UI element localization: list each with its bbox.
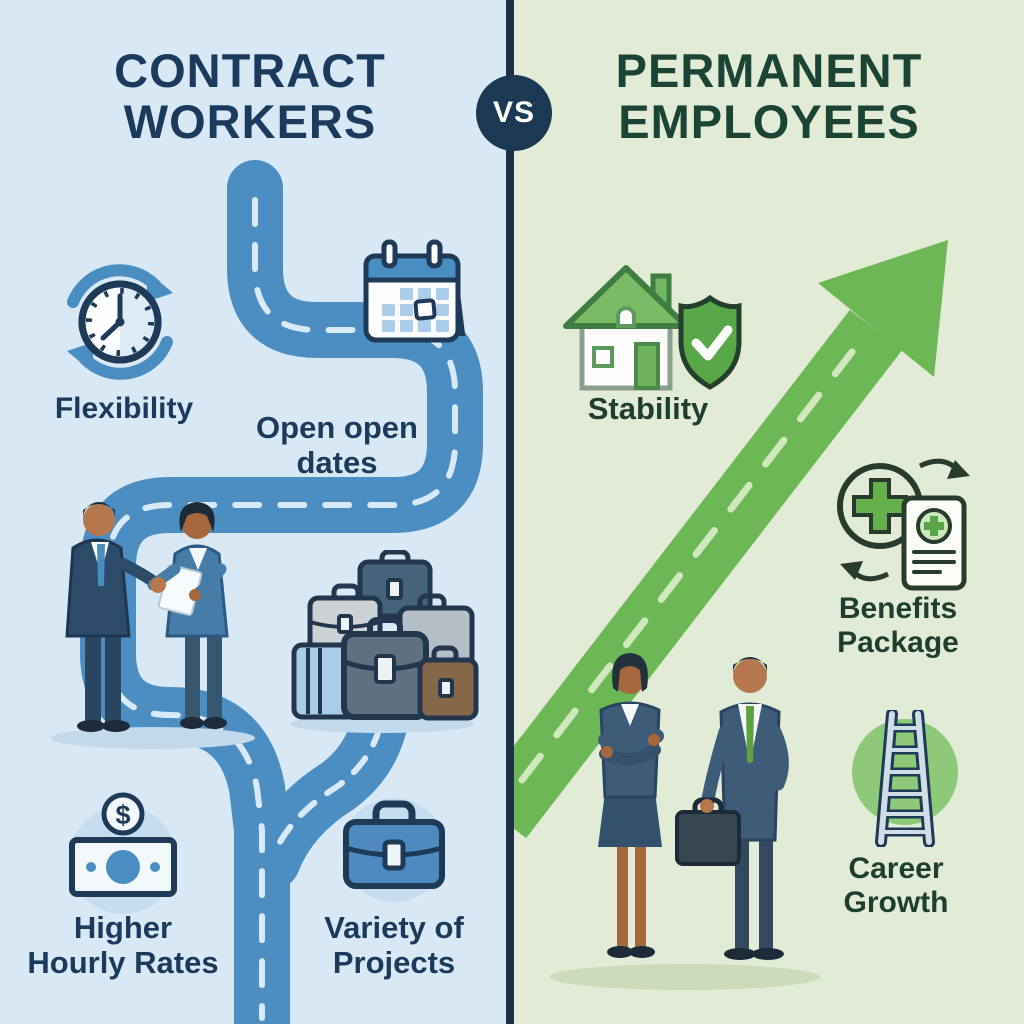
dollar-sign: $ [115, 800, 130, 830]
calendar-icon [363, 239, 466, 343]
contract-workers-title: CONTRACT WORKERS [114, 44, 386, 148]
money-icon: $ [69, 792, 177, 914]
briefcase-pile [290, 550, 479, 733]
career-growth-label: Career Growth [843, 852, 949, 919]
variety-of-projects-label: Variety of Projects [324, 910, 464, 981]
permanent-employees-title: PERMANENT EMPLOYEES [615, 44, 923, 148]
benefits-package-label: Benefits Package [837, 592, 959, 659]
house-shield-icon [563, 265, 742, 391]
flexibility-label: Flexibility [54, 392, 194, 425]
rising-arrow-road [512, 240, 948, 839]
clock-refresh-icon [67, 264, 173, 380]
stability-label: Stability [587, 391, 709, 426]
vs-badge: VS [476, 75, 552, 151]
standing-businesspeople [550, 653, 820, 990]
briefcase-icon [342, 798, 446, 902]
handshake-businesspeople [51, 502, 255, 749]
medical-benefits-icon [837, 458, 970, 591]
career-ladder-icon [852, 710, 958, 847]
higher-hourly-rates-label: Higher Hourly Rates [27, 910, 219, 981]
open-dates-label: Open open dates [256, 410, 418, 481]
panel-divider [506, 0, 514, 1024]
